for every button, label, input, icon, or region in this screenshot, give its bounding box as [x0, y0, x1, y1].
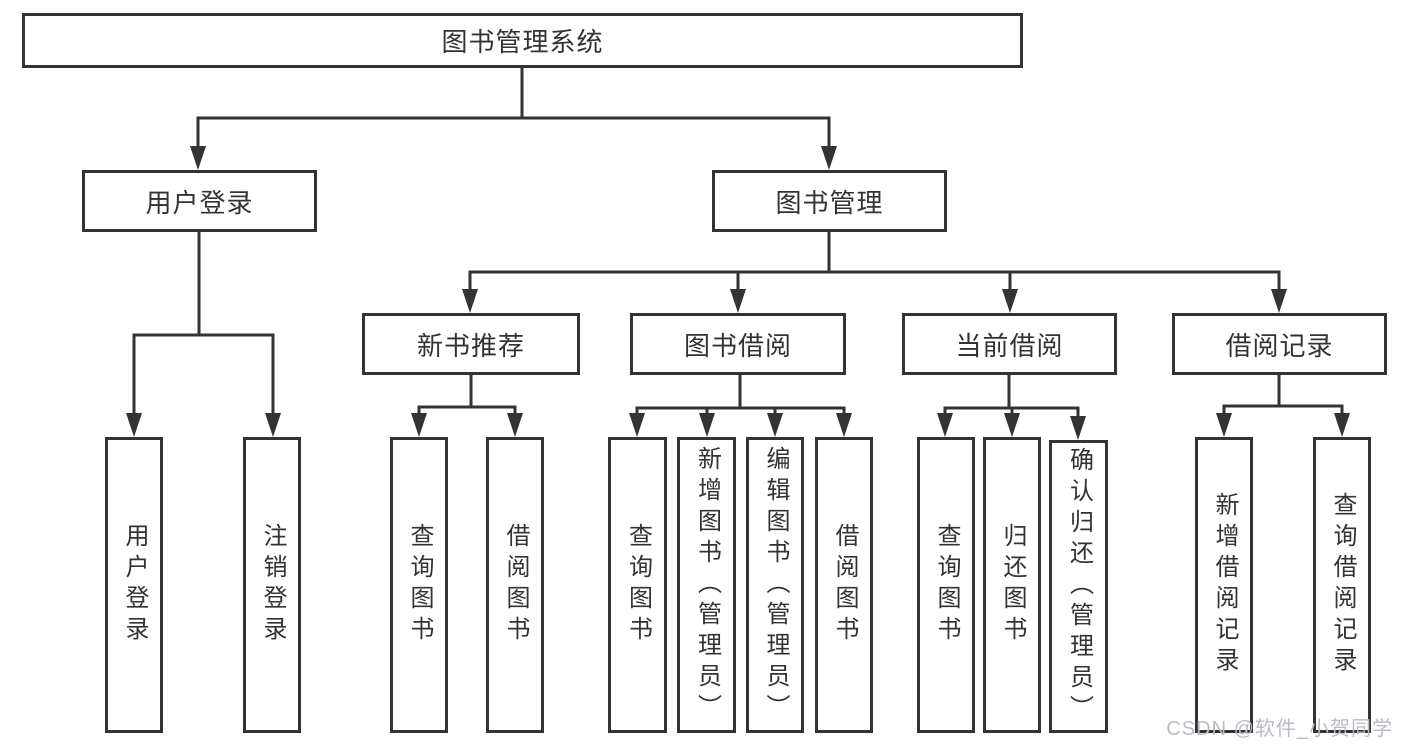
leaf-add-book-admin: 新增图书（管理员） — [677, 437, 736, 733]
node-borrowing-records: 借阅记录 — [1172, 313, 1387, 375]
leaf-logout: 注销登录 — [243, 437, 301, 733]
node-user-login: 用户登录 — [82, 170, 317, 232]
leaf-confirm-return-admin: 确认归还（管理员） — [1049, 440, 1108, 733]
leaf-query-books-current: 查询图书 — [917, 437, 975, 733]
leaf-borrow-books-borrowing: 借阅图书 — [815, 437, 873, 733]
csdn-watermark: CSDN @软件_小贺同学 — [1166, 718, 1393, 740]
leaf-query-books-recommend: 查询图书 — [390, 437, 448, 733]
leaf-return-books: 归还图书 — [983, 437, 1041, 733]
leaf-user-login: 用户登录 — [105, 437, 163, 733]
leaf-borrow-books-recommend: 借阅图书 — [486, 437, 544, 733]
leaf-edit-book-admin: 编辑图书（管理员） — [746, 437, 804, 733]
node-library-system: 图书管理系统 — [22, 13, 1023, 68]
node-current-borrowing: 当前借阅 — [902, 313, 1117, 375]
leaf-add-borrow-record: 新增借阅记录 — [1195, 437, 1253, 733]
node-book-management: 图书管理 — [712, 170, 947, 232]
leaf-query-books-borrowing: 查询图书 — [608, 437, 667, 733]
arrowhead-icons — [126, 146, 1350, 440]
node-book-borrowing: 图书借阅 — [630, 313, 846, 375]
leaf-query-borrow-record: 查询借阅记录 — [1313, 437, 1371, 733]
node-new-book-recommend: 新书推荐 — [362, 313, 580, 375]
